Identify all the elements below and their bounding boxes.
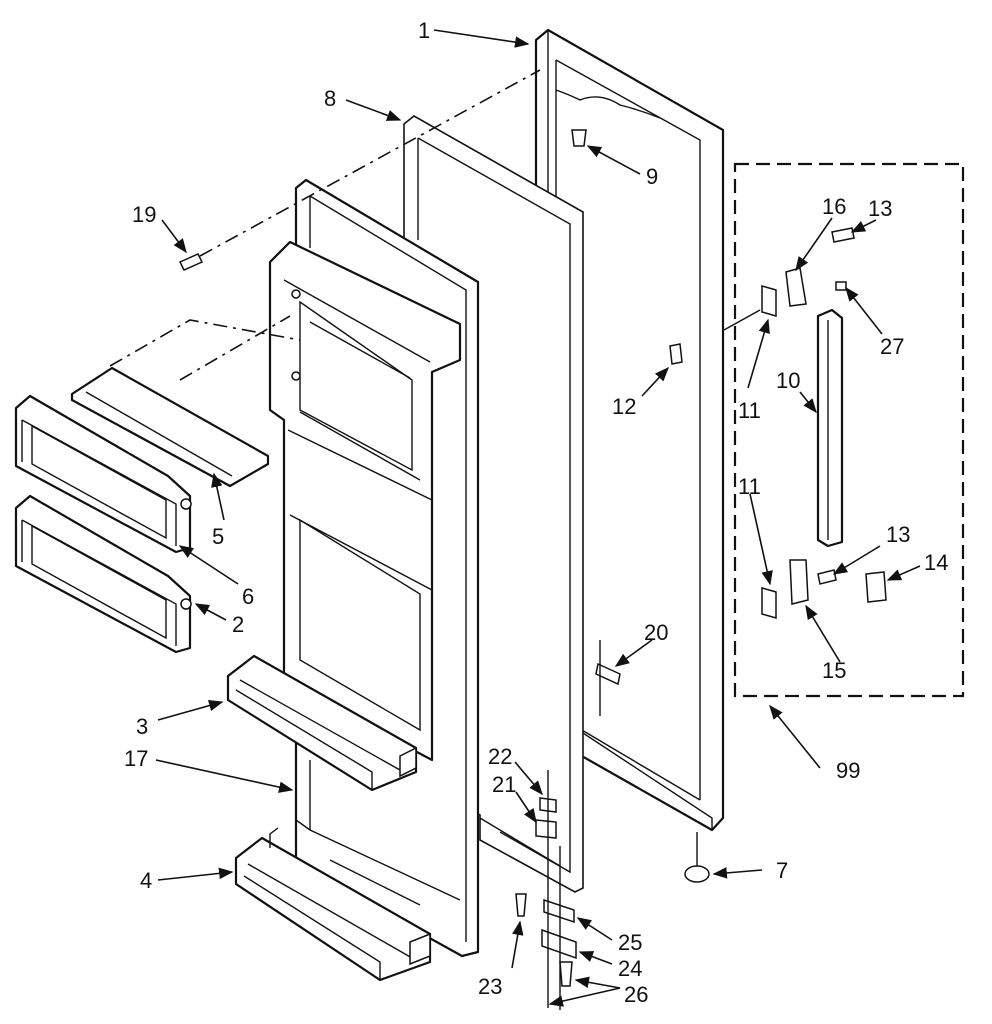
callout-21: 21	[492, 772, 516, 797]
callout-23: 23	[478, 974, 502, 999]
leader-arrows	[155, 29, 921, 1007]
hinge-kit-parts	[723, 227, 887, 619]
hinge-kit-box	[733, 162, 965, 698]
callout-13-lower: 13	[886, 522, 910, 547]
callout-14: 14	[924, 550, 948, 575]
callout-9: 9	[646, 164, 658, 189]
callout-15: 15	[822, 658, 846, 683]
callout-27: 27	[880, 334, 904, 359]
callout-99: 99	[836, 758, 860, 783]
clip-12	[669, 343, 683, 365]
callout-2: 2	[232, 612, 244, 637]
callout-5: 5	[212, 524, 224, 549]
bracket-20	[595, 640, 621, 716]
callout-25: 25	[618, 930, 642, 955]
callout-12: 12	[612, 394, 636, 419]
callout-8: 8	[324, 86, 336, 111]
screw-19	[178, 69, 541, 271]
shelf-front-lower	[14, 494, 192, 654]
door-bin-lower	[234, 827, 432, 982]
hinge-parts-lower	[515, 770, 577, 1010]
callout-4: 4	[140, 868, 152, 893]
callout-6: 6	[242, 584, 254, 609]
callout-3: 3	[136, 714, 148, 739]
plug-9	[571, 129, 587, 147]
callout-17: 17	[124, 746, 148, 771]
callout-20: 20	[644, 620, 668, 645]
callout-16: 16	[822, 194, 846, 219]
callout-19: 19	[132, 202, 156, 227]
door-bin-upper	[226, 654, 418, 792]
callout-1: 1	[418, 18, 430, 43]
foot-7	[684, 832, 710, 883]
callout-10: 10	[776, 368, 800, 393]
callout-13-upper: 13	[868, 196, 892, 221]
callout-26: 26	[624, 982, 648, 1007]
shelf-bracket	[70, 315, 301, 488]
callout-labels: 1 2 3 4 5 6 7 8 9 10 11 11 12 13 13 14 1…	[124, 18, 948, 1007]
callout-22: 22	[488, 744, 512, 769]
callout-11-upper: 11	[738, 398, 761, 423]
shelf-front-upper	[14, 394, 192, 554]
inner-door-liner	[268, 178, 480, 958]
callout-7: 7	[776, 858, 788, 883]
callout-11-lower: 11	[738, 474, 761, 499]
callout-24: 24	[618, 956, 642, 981]
